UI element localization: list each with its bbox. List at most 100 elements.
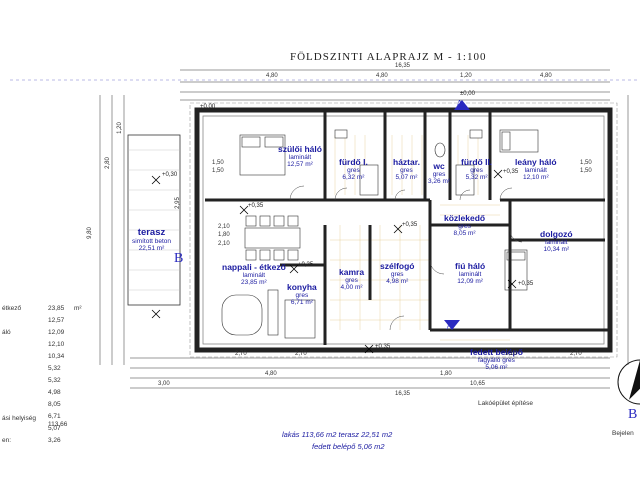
- level-living: +0,35: [248, 203, 264, 209]
- room-label-furdo1: fürdő I. gres 6,32 m²: [339, 158, 368, 182]
- room-label-konyha: konyha gres 6,71 m²: [287, 283, 317, 307]
- legend-value: 5,32: [48, 365, 61, 372]
- bed-girl: [499, 129, 539, 153]
- room-material: gres: [347, 166, 360, 174]
- room-material: gres: [458, 222, 471, 230]
- room-material: laminált: [524, 166, 547, 174]
- bejelen-label: Bejelen: [612, 430, 634, 437]
- dim-bottom-6: 4,80: [265, 371, 277, 377]
- bed-boy: [504, 249, 528, 291]
- section-mark-b-right: B: [628, 407, 638, 422]
- room-material: gres: [390, 270, 404, 278]
- room-material: gres: [470, 166, 483, 174]
- room-name: közlekedő: [444, 213, 486, 223]
- room-name: leány háló: [515, 157, 557, 167]
- level-terrace: +0,30: [162, 172, 178, 178]
- room-name: nappali - étkező: [222, 262, 286, 272]
- legend-value: 8,05: [48, 401, 61, 408]
- legend-value: 3,26: [48, 437, 61, 444]
- room-area: 5,06 m²: [485, 364, 508, 371]
- top-dimension-lines: [10, 69, 640, 101]
- section-arrows: [444, 100, 470, 330]
- legend-unit: m²: [74, 305, 82, 312]
- section-mark-b-left: B: [174, 251, 184, 266]
- dim-top-3: 1,20: [460, 73, 472, 79]
- terrace-area: [127, 134, 181, 306]
- room-label-nappali: nappali - étkező laminált 23,85 m²: [222, 263, 286, 287]
- legend-label: étkező: [2, 305, 22, 312]
- room-material: laminált: [458, 270, 482, 278]
- legend-total: 113,66: [48, 421, 68, 428]
- dim-side-3: 2,10: [218, 224, 230, 230]
- dim-left-1: 2,80: [104, 157, 111, 169]
- room-name: fedett belépő: [470, 347, 523, 357]
- room-area: 6,32 m²: [342, 174, 365, 181]
- dim-top-total: 16,35: [395, 63, 411, 69]
- room-material: simított beton: [132, 237, 172, 245]
- dim-side-7: 1,50: [580, 168, 592, 174]
- dim-top-2: 4,80: [376, 73, 388, 79]
- room-area: 23,85 m²: [241, 279, 267, 286]
- dim-bottom-7: 1,80: [440, 371, 452, 377]
- section-mark-a-top: A: [456, 99, 464, 110]
- dim-bottom-4: 5,10: [505, 351, 517, 357]
- room-area: 4,98 m²: [386, 278, 409, 285]
- legend-value: 10,34: [48, 353, 65, 360]
- dim-bottom-3: 2,70: [295, 351, 307, 357]
- left-dimension-lines: [99, 95, 629, 365]
- level-kitchen: +0,35: [298, 262, 314, 268]
- room-label-dolgozo: dolgozó laminált 10,34 m²: [540, 230, 573, 254]
- room-name: fürdő II.: [461, 157, 493, 167]
- room-name: fürdő I.: [339, 157, 368, 167]
- room-label-furdo2: fürdő II. gres 5,32 m²: [461, 158, 492, 182]
- dim-side-2: 1,50: [212, 168, 224, 174]
- dim-bottom-2: 2,70: [235, 351, 247, 357]
- room-label-haztar: háztar. gres 5,07 m²: [393, 158, 420, 182]
- bed-master: [239, 134, 286, 176]
- dim-side-4: 1,80: [218, 232, 230, 238]
- living-furniture: [221, 215, 316, 339]
- level-top-right: ±0,00: [460, 91, 475, 97]
- room-area: 4,00 m²: [340, 284, 363, 291]
- room-material: gres: [295, 291, 309, 299]
- legend-label: en:: [2, 437, 12, 444]
- dim-side-1: 1,50: [212, 160, 224, 166]
- level-hall: +0,35: [402, 222, 418, 228]
- legend-label: ási helyiség: [2, 415, 36, 422]
- room-material: gres: [432, 170, 446, 178]
- project-label: Lakóépület építése: [478, 400, 533, 407]
- legend-value: 12,57: [48, 317, 65, 324]
- room-label-fiu-halo: fiú háló laminált 12,09 m²: [455, 262, 485, 286]
- room-name: dolgozó: [540, 229, 573, 239]
- room-area: 5,07 m²: [395, 174, 418, 181]
- room-material: laminált: [242, 271, 266, 279]
- room-material: laminált: [545, 238, 568, 246]
- dim-top-4: 4,80: [540, 73, 552, 79]
- room-name: terasz: [137, 227, 166, 238]
- room-name: szülői háló: [278, 144, 322, 154]
- legend-value: 12,09: [48, 329, 65, 336]
- dim-top-1: 4,80: [266, 73, 278, 79]
- room-area: 22,51 m²: [138, 245, 165, 252]
- room-area: 12,10 m²: [522, 174, 549, 181]
- room-name: wc: [433, 161, 445, 171]
- room-area: 6,71 m²: [290, 299, 313, 306]
- room-label-fedett-belepo: fedett belépő fagyálló gres 5,06 m²: [470, 348, 523, 372]
- outer-walls: [189, 102, 618, 358]
- summary-line-1: lakás 113,66 m2 terasz 22,51 m2: [282, 430, 393, 439]
- level-entry: +0,35: [375, 344, 391, 350]
- bathroom-fixtures: [334, 129, 483, 196]
- room-material: laminált: [288, 153, 312, 161]
- legend-value: 5,07: [48, 425, 61, 432]
- dim-left-total: 9,80: [86, 227, 93, 239]
- room-area: 3,26 m²: [428, 178, 451, 185]
- level-markers: [151, 169, 517, 354]
- room-area: 5,32 m²: [465, 174, 488, 181]
- dim-side-6: 1,50: [580, 160, 592, 166]
- room-area: 12,09 m²: [457, 278, 483, 285]
- legend-value: 23,85: [48, 305, 65, 312]
- room-name: háztar.: [393, 157, 420, 167]
- room-area: 12,57 m²: [287, 161, 313, 168]
- level-top-left: +0,00: [200, 104, 216, 110]
